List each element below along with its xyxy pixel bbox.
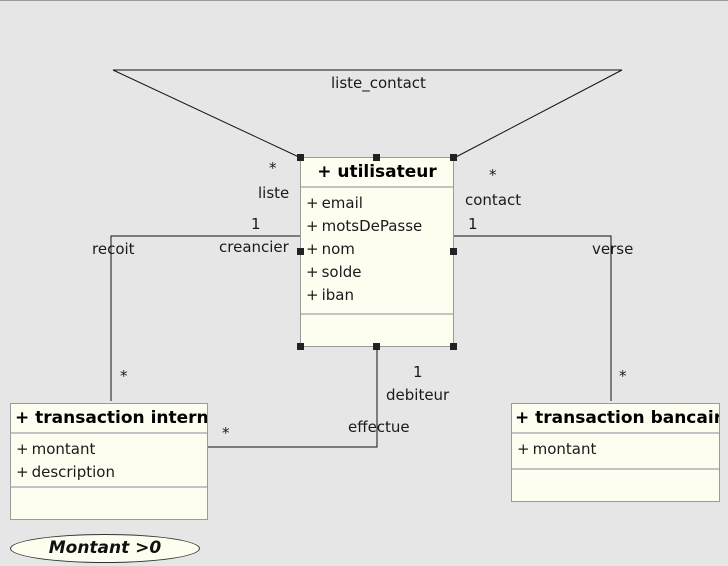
class-transaction-interne-title[interactable]: + transaction interne	[11, 404, 207, 434]
recoit-line[interactable]	[110, 235, 301, 401]
attribute-nom[interactable]: +nom	[301, 238, 453, 261]
class-transaction-interne-operations[interactable]	[11, 488, 207, 519]
attribute-name: nom	[321, 240, 355, 258]
association-name-recoit: recoit	[92, 240, 135, 258]
visibility-public: +	[517, 440, 530, 458]
attribute-montant[interactable]: +montant	[11, 438, 207, 461]
resize-handle-bottom-right[interactable]	[450, 343, 457, 350]
class-transaction-interne-attributes: +montant +description	[11, 434, 207, 488]
visibility-public: +	[306, 194, 319, 212]
association-name-liste-contact: liste_contact	[331, 74, 426, 92]
attribute-motsdepasse[interactable]: +motsDePasse	[301, 215, 453, 238]
class-utilisateur[interactable]: + utilisateur +email +motsDePasse +nom +…	[300, 157, 454, 347]
attribute-name: iban	[321, 286, 354, 304]
class-transaction-bancaire-operations[interactable]	[512, 470, 719, 501]
attribute-name: motsDePasse	[321, 217, 423, 235]
class-transaction-interne[interactable]: + transaction interne +montant +descript…	[10, 403, 208, 520]
attribute-email[interactable]: +email	[301, 192, 453, 215]
role-contact: contact	[465, 191, 522, 209]
multiplicity-contact: *	[489, 166, 497, 184]
resize-handle-left[interactable]	[297, 248, 304, 255]
attribute-description[interactable]: +description	[11, 461, 207, 484]
visibility-public: +	[306, 217, 319, 235]
resize-handle-bottom-left[interactable]	[297, 343, 304, 350]
resize-handle-top[interactable]	[373, 154, 380, 161]
resize-handle-right[interactable]	[450, 248, 457, 255]
multiplicity-debiteur: 1	[413, 363, 423, 381]
class-transaction-bancaire-title[interactable]: + transaction bancaire	[512, 404, 719, 434]
visibility-public: +	[306, 240, 319, 258]
attribute-iban[interactable]: +iban	[301, 284, 453, 307]
multiplicity-creancier: 1	[251, 215, 261, 233]
attribute-name: solde	[321, 263, 362, 281]
verse-line[interactable]	[454, 235, 612, 401]
visibility-public: +	[16, 463, 29, 481]
association-name-verse: verse	[592, 240, 634, 258]
visibility-public: +	[306, 286, 319, 304]
effectue-line[interactable]	[208, 347, 378, 448]
resize-handle-top-left[interactable]	[297, 154, 304, 161]
resize-handle-top-right[interactable]	[450, 154, 457, 161]
visibility-public: +	[306, 263, 319, 281]
class-utilisateur-operations[interactable]	[301, 315, 453, 346]
class-transaction-bancaire-attributes: +montant	[512, 434, 719, 470]
multiplicity-recoit-tx: *	[120, 367, 128, 385]
attribute-name: description	[31, 463, 115, 481]
visibility-public: +	[16, 440, 29, 458]
association-name-effectue: effectue	[348, 418, 410, 436]
multiplicity-effectue-tx: *	[222, 424, 230, 442]
class-utilisateur-attributes: +email +motsDePasse +nom +solde +iban	[301, 188, 453, 315]
attribute-name: email	[321, 194, 363, 212]
class-transaction-bancaire[interactable]: + transaction bancaire +montant	[511, 403, 720, 502]
attribute-name: montant	[532, 440, 597, 458]
role-debiteur: debiteur	[386, 386, 450, 404]
multiplicity-verse-tx: *	[619, 367, 627, 385]
role-creancier: creancier	[219, 238, 289, 256]
constraint-montant[interactable]: Montant >0	[10, 534, 200, 563]
attribute-name: montant	[31, 440, 96, 458]
resize-handle-bottom[interactable]	[373, 343, 380, 350]
liste-contact-line[interactable]	[112, 69, 623, 159]
attribute-montant[interactable]: +montant	[512, 438, 719, 461]
role-liste: liste	[258, 184, 290, 202]
class-utilisateur-title[interactable]: + utilisateur	[301, 158, 453, 188]
attribute-solde[interactable]: +solde	[301, 261, 453, 284]
multiplicity-verse-user: 1	[468, 215, 478, 233]
multiplicity-liste: *	[269, 159, 277, 177]
